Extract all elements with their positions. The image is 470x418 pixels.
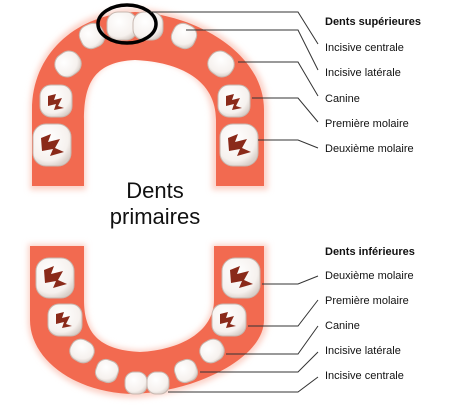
upper-label-premiere-molaire: Première molaire <box>325 118 409 130</box>
highlight-circle <box>96 3 158 45</box>
upper-leader-lines <box>150 11 319 149</box>
lower-central-incisors <box>124 371 170 395</box>
leader-upper-deuxieme-molaire <box>258 139 319 149</box>
lower-header: Dents inférieures <box>325 246 415 258</box>
leader-upper-incisive-centrale <box>150 11 319 45</box>
upper-gum <box>32 12 264 186</box>
upper-label-canine: Canine <box>325 93 360 105</box>
lower-arch <box>28 244 268 398</box>
lower-leader-lines <box>168 275 319 393</box>
upper-header: Dents supérieures <box>325 16 421 28</box>
lower-canines <box>69 338 225 364</box>
lower-label-incisive-laterale: Incisive latérale <box>325 345 401 357</box>
lower-second-molars <box>35 257 261 299</box>
lower-lateral-incisors <box>94 358 199 384</box>
leader-lower-premiere-molaire <box>248 299 319 327</box>
leader-upper-incisive-laterale <box>186 29 319 71</box>
upper-arch <box>30 3 268 190</box>
lower-first-molars <box>47 303 247 337</box>
upper-label-incisive-laterale: Incisive latérale <box>325 67 401 79</box>
diagram-title-line1: Dents <box>126 178 184 203</box>
upper-second-molars <box>32 123 259 167</box>
upper-first-molars <box>39 84 251 118</box>
upper-label-deuxieme-molaire: Deuxième molaire <box>325 143 414 155</box>
leader-lower-deuxieme-molaire <box>262 275 319 285</box>
leader-upper-canine <box>238 61 319 97</box>
leader-lower-canine <box>226 325 319 355</box>
lower-label-premiere-molaire: Première molaire <box>325 295 409 307</box>
lower-label-canine: Canine <box>325 320 360 332</box>
lower-label-deuxieme-molaire: Deuxième molaire <box>325 270 414 282</box>
upper-canines <box>54 50 235 78</box>
leader-lower-incisive-centrale <box>168 376 319 393</box>
upper-label-incisive-centrale: Incisive centrale <box>325 42 404 54</box>
lower-label-incisive-centrale: Incisive centrale <box>325 370 404 382</box>
leader-lower-incisive-laterale <box>200 351 319 373</box>
diagram-title-line2: primaires <box>109 204 201 229</box>
leader-upper-premiere-molaire <box>252 97 319 123</box>
